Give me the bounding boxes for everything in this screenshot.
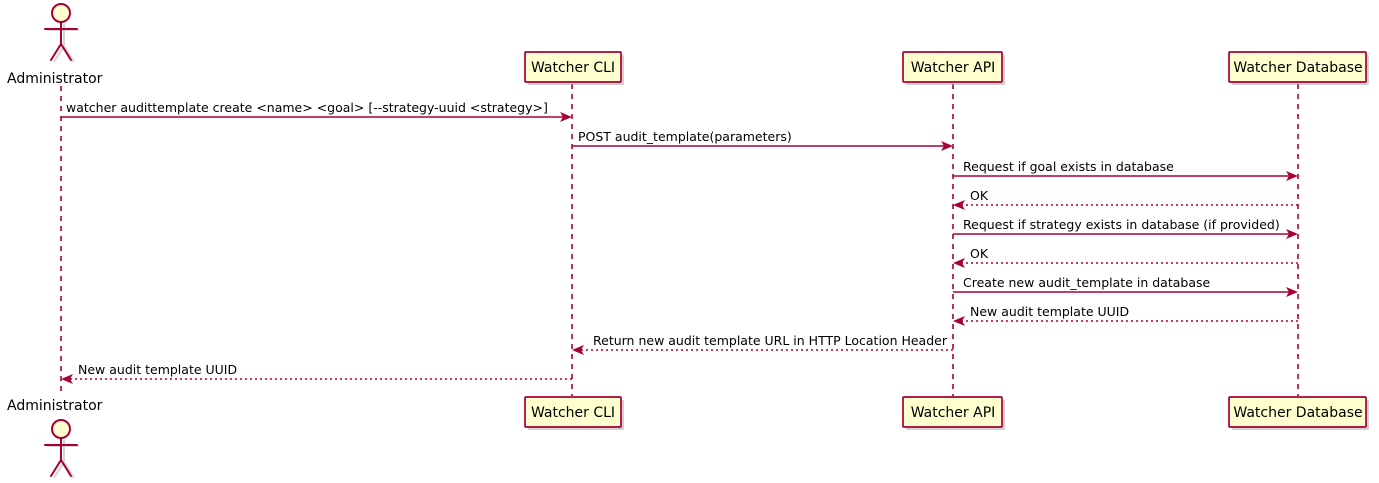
lifelines — [60, 84, 1299, 396]
message-7-arrowhead — [1286, 287, 1298, 297]
message-10[interactable]: New audit template UUID — [61, 362, 572, 384]
message-8[interactable]: New audit template UUID — [953, 304, 1298, 326]
actor-administrator-bottom[interactable]: Administrator — [7, 398, 103, 479]
message-10-arrowhead — [61, 374, 73, 384]
participant-watcher-database-top[interactable]: Watcher Database — [1228, 51, 1369, 85]
actor-body-icon — [44, 21, 78, 61]
message-1-arrowhead — [560, 112, 572, 122]
actor-administrator-top[interactable]: Administrator — [7, 3, 103, 87]
message-5-label: Request if strategy exists in database (… — [963, 217, 1280, 232]
message-3[interactable]: Request if goal exists in database — [953, 159, 1298, 181]
actor-label-administrator-bottom: Administrator — [7, 398, 103, 414]
participant-box[interactable] — [1228, 396, 1367, 428]
message-8-label: New audit template UUID — [970, 304, 1129, 319]
participant-watcher-api-bottom[interactable]: Watcher API — [902, 396, 1005, 430]
message-6-arrowhead — [953, 258, 965, 268]
message-1[interactable]: watcher audittemplate create <name> <goa… — [61, 100, 572, 122]
participant-box[interactable] — [524, 51, 622, 83]
message-10-label: New audit template UUID — [78, 362, 237, 377]
participant-label-watcher-cli-top: Watcher CLI — [531, 60, 615, 76]
message-4-arrowhead — [953, 200, 965, 210]
actor-label-administrator-top: Administrator — [7, 71, 103, 87]
participant-box[interactable] — [1228, 51, 1367, 83]
message-2[interactable]: POST audit_template(parameters) — [572, 129, 953, 151]
participant-label-watcher-database-top: Watcher Database — [1233, 60, 1362, 76]
participant-label-watcher-database-bottom: Watcher Database — [1233, 405, 1362, 421]
message-6[interactable]: OK — [953, 246, 1298, 268]
participant-label-watcher-cli-bottom: Watcher CLI — [531, 405, 615, 421]
participant-watcher-api-top[interactable]: Watcher API — [902, 51, 1005, 85]
participant-watcher-cli-bottom[interactable]: Watcher CLI — [524, 396, 624, 430]
actor-head-icon — [51, 3, 71, 23]
message-5[interactable]: Request if strategy exists in database (… — [953, 217, 1298, 239]
participant-watcher-cli-top[interactable]: Watcher CLI — [524, 51, 624, 85]
message-3-arrowhead — [1286, 171, 1298, 181]
message-7-label: Create new audit_template in database — [963, 275, 1210, 290]
actor-body-icon — [44, 437, 78, 477]
message-4-label: OK — [970, 188, 989, 203]
message-1-label: watcher audittemplate create <name> <goa… — [66, 100, 548, 115]
message-9-label: Return new audit template URL in HTTP Lo… — [593, 333, 948, 348]
message-3-label: Request if goal exists in database — [963, 159, 1174, 174]
message-2-arrowhead — [941, 141, 953, 151]
participant-box[interactable] — [902, 396, 1003, 428]
actor-head-icon — [51, 419, 71, 439]
message-9[interactable]: Return new audit template URL in HTTP Lo… — [572, 333, 953, 355]
message-6-label: OK — [970, 246, 989, 261]
message-5-arrowhead — [1286, 229, 1298, 239]
message-2-label: POST audit_template(parameters) — [578, 129, 792, 144]
participant-watcher-database-bottom[interactable]: Watcher Database — [1228, 396, 1369, 430]
participant-label-watcher-api-top: Watcher API — [911, 60, 996, 76]
message-4[interactable]: OK — [953, 188, 1298, 210]
message-9-arrowhead — [572, 345, 584, 355]
participant-label-watcher-api-bottom: Watcher API — [911, 405, 996, 421]
participant-box[interactable] — [524, 396, 622, 428]
message-8-arrowhead — [953, 316, 965, 326]
message-7[interactable]: Create new audit_template in database — [953, 275, 1298, 297]
participant-box[interactable] — [902, 51, 1003, 83]
